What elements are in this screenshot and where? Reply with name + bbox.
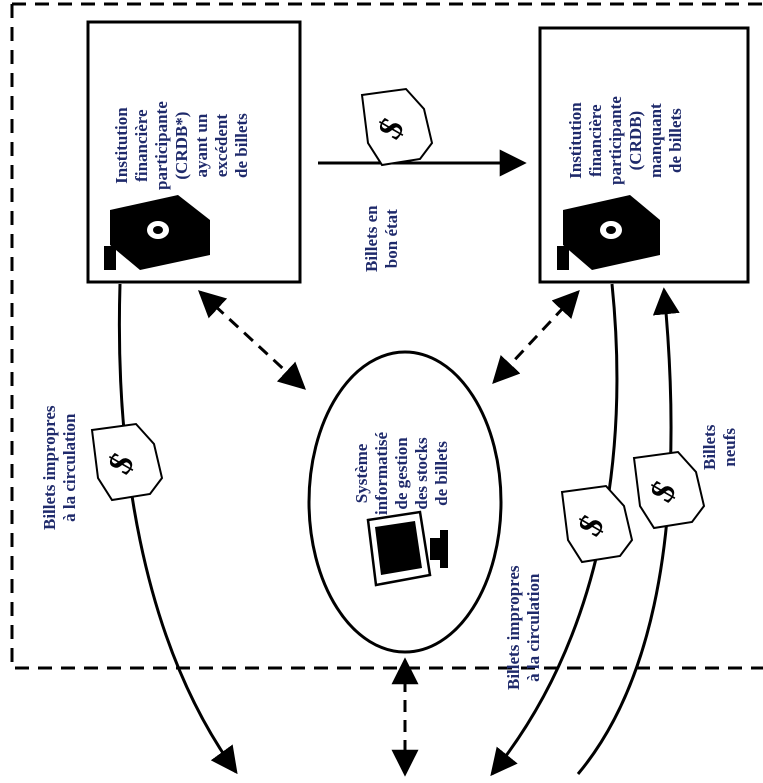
safe-icon bbox=[557, 195, 660, 270]
dashed-boundary bbox=[10, 2, 763, 670]
good-notes-label: Billets en bon état bbox=[362, 205, 401, 272]
new-notes-flow bbox=[576, 287, 680, 775]
safe-icon bbox=[104, 195, 210, 270]
unfit-notes-left-label: Billets impropres à la circulation bbox=[40, 405, 79, 530]
left-institution-label: Institution financière participante (CRD… bbox=[112, 101, 251, 190]
system-label: Système informatisé de gestion des stock… bbox=[352, 431, 451, 515]
dollar-banknote-icon bbox=[633, 451, 705, 529]
left-box-system-link bbox=[198, 290, 306, 390]
dollar-banknote-icon bbox=[361, 88, 433, 166]
dollar-banknote-icon bbox=[91, 423, 163, 501]
right-box-system-link bbox=[492, 290, 580, 384]
left-unfit-flow bbox=[117, 283, 238, 775]
computer-icon bbox=[366, 510, 448, 587]
new-notes-label: Billets neufs bbox=[700, 424, 739, 470]
unfit-notes-right-label: Billets impropres à la circulation bbox=[504, 565, 543, 690]
system-ellipse bbox=[307, 350, 503, 654]
dollar-banknote-icon bbox=[561, 485, 633, 563]
right-institution-label: Institution financière participante (CRD… bbox=[566, 96, 685, 185]
